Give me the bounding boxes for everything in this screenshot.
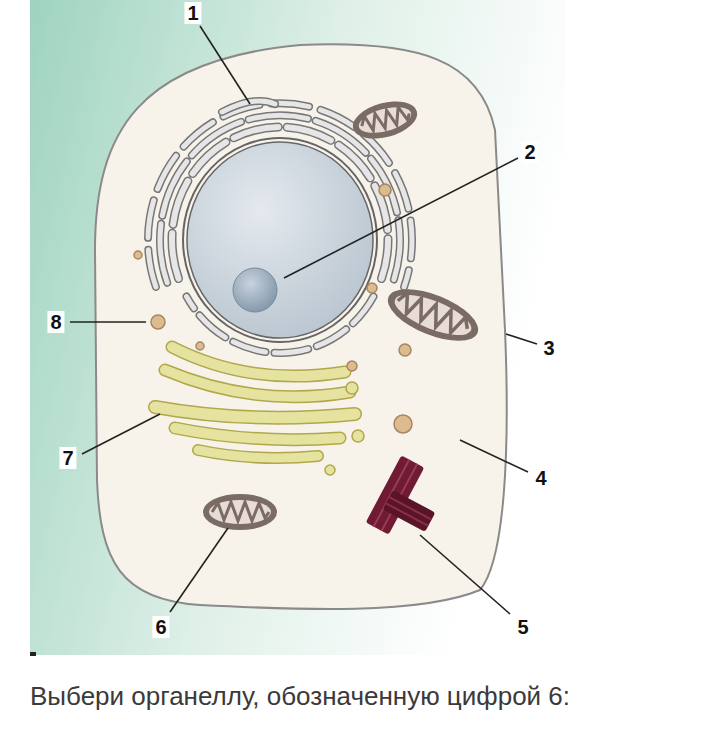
nucleolus [233, 268, 277, 312]
leader-line [506, 334, 537, 344]
callout-number: 3 [540, 337, 557, 359]
callout-number: 6 [152, 616, 169, 638]
golgi-cistern [172, 347, 345, 376]
golgi-cistern [165, 370, 350, 397]
cell-membrane [95, 44, 507, 609]
vesicles [134, 184, 412, 433]
centriole-tubule [386, 503, 428, 526]
callout-number: 7 [59, 447, 76, 469]
callout-number: 1 [184, 2, 201, 24]
golgi-vesicle [346, 382, 358, 394]
golgi-cistern [155, 407, 355, 418]
leader-line [70, 321, 146, 323]
callout-number: 2 [521, 141, 538, 163]
golgi-cistern [172, 347, 345, 376]
vesicle [347, 361, 357, 371]
centrioles [366, 455, 436, 534]
leader-line [200, 26, 250, 104]
golgi-cistern [175, 428, 340, 440]
vesicle [394, 415, 412, 433]
leader-line [170, 528, 228, 612]
mitochondrion-inner [390, 287, 477, 344]
callout-number: 4 [532, 467, 549, 489]
callout-number: 5 [514, 616, 531, 638]
vesicle [399, 344, 411, 356]
golgi-vesicle [325, 465, 335, 475]
mitochondrion [203, 494, 277, 530]
endoplasmic-reticulum [148, 101, 412, 353]
golgi-apparatus [155, 347, 364, 475]
callout-number: 8 [47, 311, 64, 333]
golgi-cistern [165, 370, 350, 397]
cristae [359, 105, 411, 134]
golgi-cistern [155, 407, 355, 418]
golgi-cistern [175, 428, 340, 440]
leader-line [420, 535, 510, 614]
mitochondrion-inner [209, 500, 271, 524]
golgi-cistern [198, 450, 318, 458]
vesicle [134, 251, 142, 259]
nucleus [183, 138, 377, 342]
leader-line [460, 440, 528, 472]
background [30, 0, 565, 655]
golgi-vesicle [352, 430, 364, 442]
nucleoplasm [187, 142, 373, 338]
leader-line [284, 158, 518, 278]
mitochondrion [381, 278, 485, 351]
mitochondrion-outer [381, 278, 485, 351]
leader-lines [70, 26, 537, 614]
mitochondrion-outer [349, 95, 422, 145]
nuclear-envelope [183, 138, 377, 342]
vesicle [367, 283, 377, 293]
mitochondrion-inner [356, 102, 414, 137]
cristae [394, 291, 471, 339]
cristae [212, 502, 269, 521]
mitochondrion [349, 95, 422, 145]
vesicle [196, 342, 204, 350]
leader-line [82, 414, 160, 454]
caption: Выбери органеллу, обозначенную цифрой 6: [30, 680, 570, 712]
vesicle [151, 315, 165, 329]
vesicle [379, 184, 391, 196]
golgi-cistern [198, 450, 318, 458]
mitochondrion-outer [203, 494, 277, 530]
corner-mark [30, 652, 36, 656]
centriole [383, 490, 436, 532]
centrioles [383, 490, 436, 532]
